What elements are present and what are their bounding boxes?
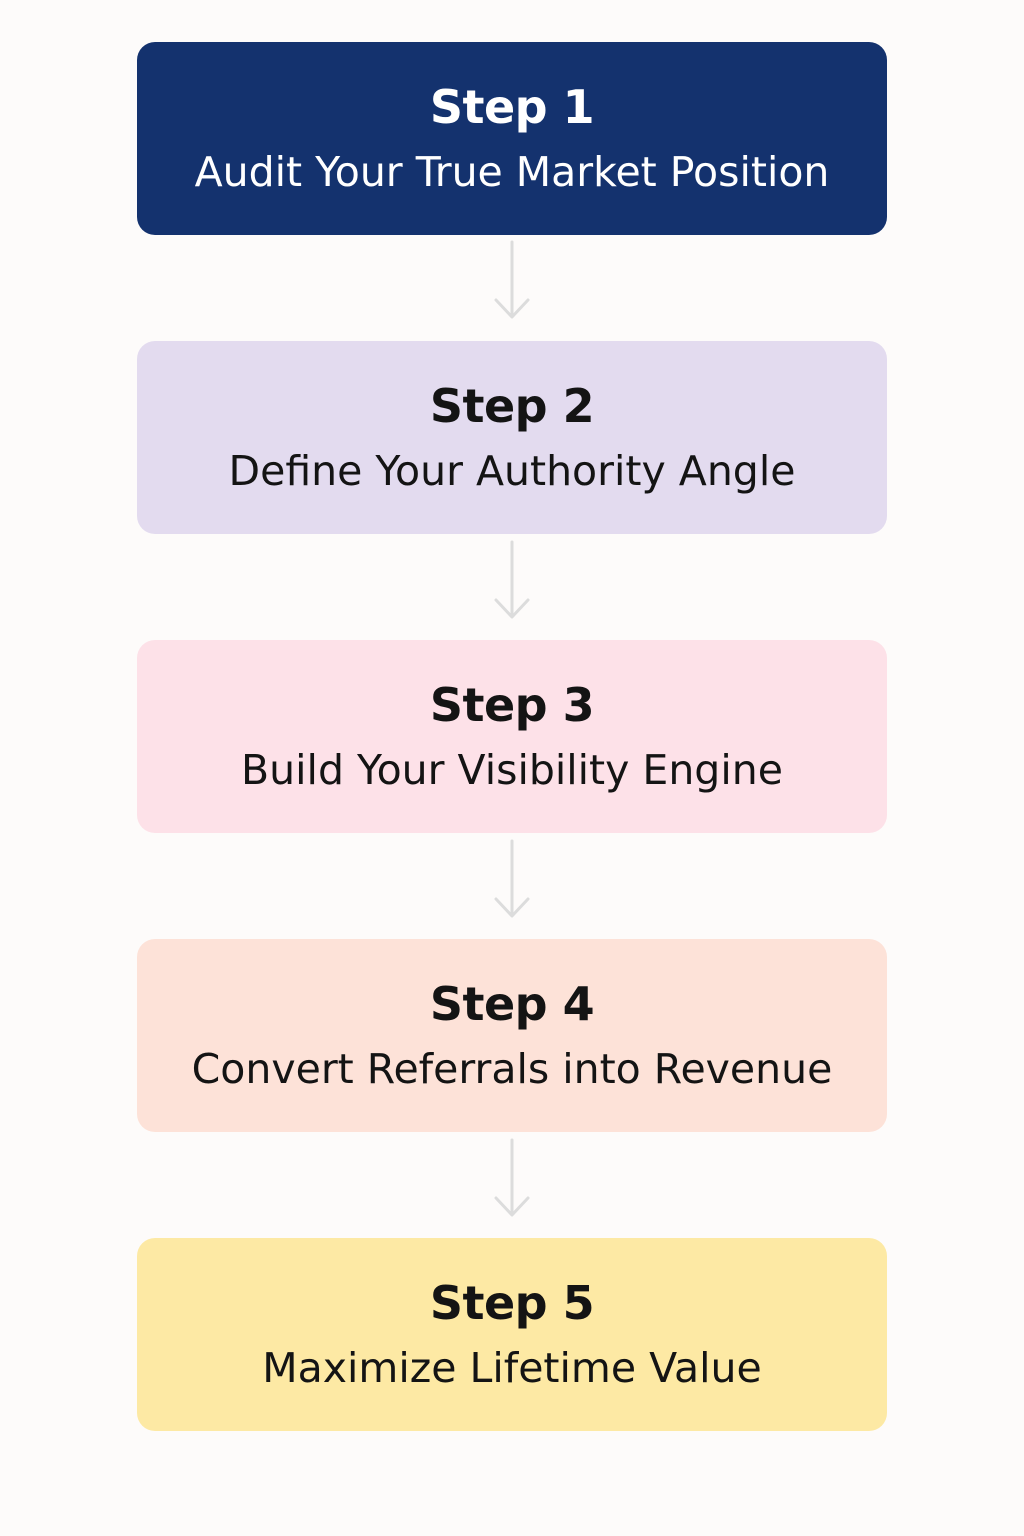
step-3-title: Step 3 <box>429 677 595 732</box>
step-5-title: Step 5 <box>429 1275 595 1330</box>
step-5-box: Step 5 Maximize Lifetime Value <box>137 1238 887 1431</box>
step-3-description: Build Your Visibility Engine <box>241 745 783 794</box>
step-3-box: Step 3 Build Your Visibility Engine <box>137 640 887 833</box>
step-2-description: Define Your Authority Angle <box>228 446 796 495</box>
step-1-description: Audit Your True Market Position <box>194 147 830 196</box>
arrow-down-icon <box>494 540 530 619</box>
step-4-title: Step 4 <box>429 976 595 1031</box>
arrow-down-icon <box>494 839 530 918</box>
arrow-down-icon <box>494 240 530 319</box>
step-4-box: Step 4 Convert Referrals into Revenue <box>137 939 887 1132</box>
step-2-box: Step 2 Define Your Authority Angle <box>137 341 887 534</box>
step-1-box: Step 1 Audit Your True Market Position <box>137 42 887 235</box>
step-4-description: Convert Referrals into Revenue <box>191 1044 833 1093</box>
step-5-description: Maximize Lifetime Value <box>262 1343 762 1392</box>
arrow-down-icon <box>494 1138 530 1217</box>
step-1-title: Step 1 <box>429 79 595 134</box>
step-2-title: Step 2 <box>429 378 595 433</box>
